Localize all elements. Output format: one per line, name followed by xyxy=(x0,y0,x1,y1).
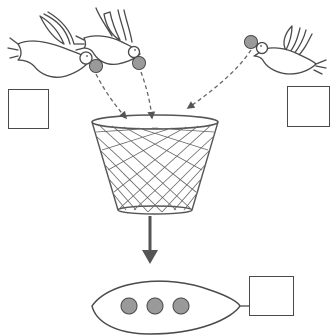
answer-box-right[interactable] xyxy=(287,86,330,127)
dove-right-eye xyxy=(260,45,262,47)
basket xyxy=(92,115,218,214)
plate xyxy=(92,281,240,334)
arrow-middle-trajectory xyxy=(141,72,152,118)
arrow-right-trajectory xyxy=(188,50,251,108)
basket-rim xyxy=(92,115,218,129)
dove-right xyxy=(254,26,326,74)
plate-ball-3 xyxy=(173,298,189,314)
plate-ball-1 xyxy=(121,298,137,314)
arrow-left-trajectory xyxy=(96,74,126,118)
basket-bottom xyxy=(118,206,192,214)
ball-right-dove xyxy=(245,36,258,49)
ball-left-dove xyxy=(90,60,103,73)
ball-middle-dove xyxy=(133,57,146,70)
answer-box-left[interactable] xyxy=(8,89,49,129)
dove-left-body xyxy=(18,41,90,77)
dove-right-wing-back xyxy=(284,26,292,50)
basket-net xyxy=(96,126,214,212)
dove-middle-head xyxy=(129,47,140,58)
dove-left-eye xyxy=(86,55,88,57)
dove-right-head xyxy=(257,43,268,54)
down-arrow-head xyxy=(142,250,158,264)
answer-box-bottom[interactable] xyxy=(249,276,294,316)
dove-left-wing-back xyxy=(40,16,64,44)
plate-ball-2 xyxy=(147,298,163,314)
dove-middle-eye xyxy=(134,49,136,51)
